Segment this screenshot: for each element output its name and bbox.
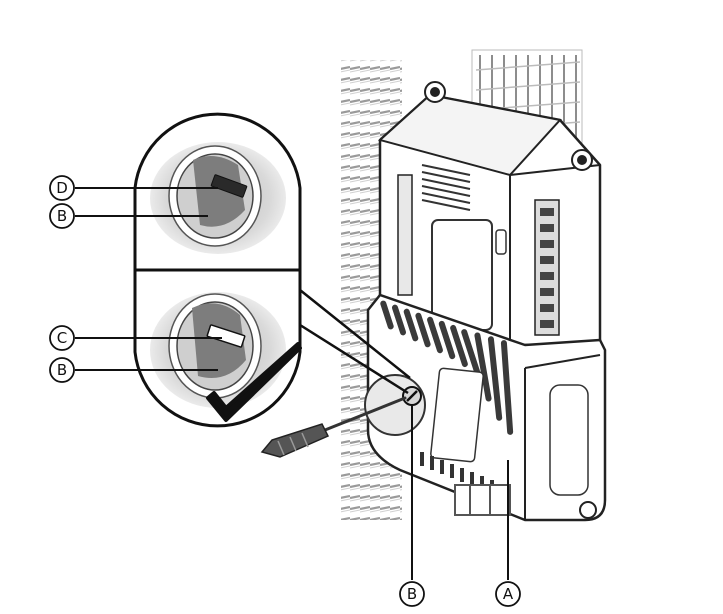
display-window xyxy=(431,219,493,331)
cooling-fins xyxy=(380,300,514,435)
callout-a-bottom: A xyxy=(495,581,521,607)
label-plate xyxy=(430,367,484,463)
slot-d xyxy=(210,174,248,198)
callout-a-label: A xyxy=(503,585,514,603)
checkmark-icon xyxy=(206,342,302,422)
detail-inset xyxy=(133,112,411,428)
callout-c-label: C xyxy=(57,329,67,347)
screw-b xyxy=(402,386,422,406)
top-vent xyxy=(421,164,471,211)
screwdriver-icon xyxy=(260,396,407,458)
callout-c-mid: C xyxy=(49,325,75,351)
callout-d-label: D xyxy=(56,179,68,197)
callout-d-top: D xyxy=(49,175,75,201)
callout-b-bottom: B xyxy=(399,581,425,607)
callout-b-label: B xyxy=(57,207,67,225)
device-housing xyxy=(364,81,607,522)
terminal-strip xyxy=(534,199,560,336)
detail-lower-screw xyxy=(150,292,302,422)
slot-c xyxy=(206,324,246,348)
callout-b-label: B xyxy=(407,585,417,603)
mounting-screws xyxy=(424,81,593,171)
callout-b-label: B xyxy=(57,361,67,379)
detail-upper-screw xyxy=(150,142,286,254)
callout-b-mid: B xyxy=(49,357,75,383)
callout-b-top: B xyxy=(49,203,75,229)
